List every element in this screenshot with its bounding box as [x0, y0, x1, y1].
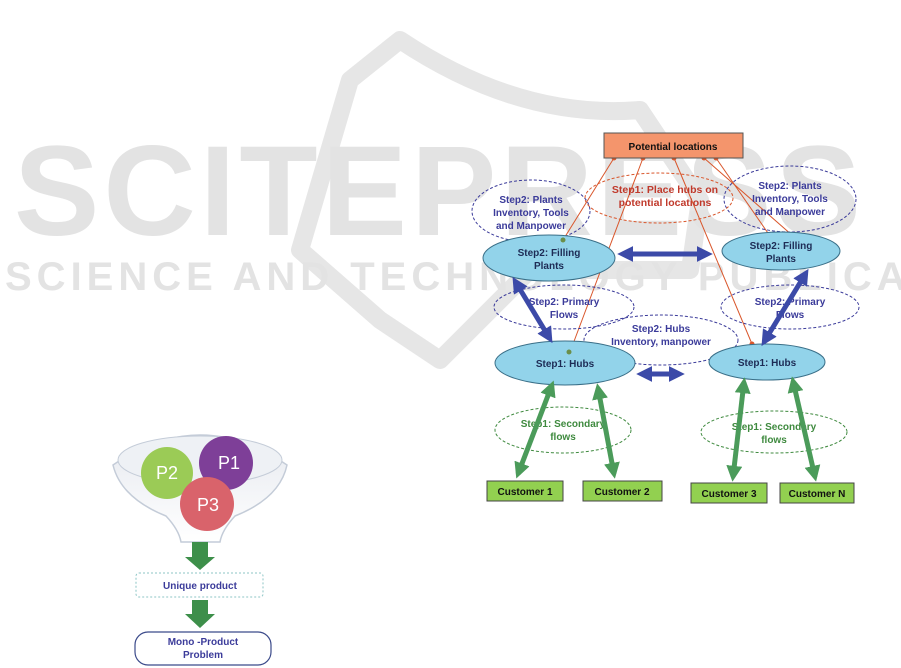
potential-locations-label: Potential locations	[629, 142, 718, 153]
unique-product-box	[135, 572, 264, 598]
customer-1-box	[486, 480, 564, 502]
filling-plants-left-line1: Step2: Filling	[518, 248, 581, 259]
secondary-flows-right-ellipse	[700, 410, 848, 454]
product-p2-circle	[141, 447, 193, 499]
primary-flows-left-ellipse	[493, 284, 635, 330]
potential-locations-box	[603, 132, 744, 159]
primary-flow-arrows	[512, 245, 809, 383]
mono-product-problem-box	[134, 631, 272, 666]
customer-2-label: Customer 2	[594, 487, 649, 498]
plants-inventory-left-line1: Step2: Plants	[499, 195, 563, 206]
secondary-flows-left-line1: Step1: Secondary	[521, 419, 606, 430]
junction-dot-top	[560, 237, 566, 243]
mono-product-problem-line2: Problem	[183, 650, 223, 661]
customer-3-label: Customer 3	[701, 489, 756, 500]
filling-plants-right-line2: Plants	[766, 254, 796, 265]
hubs-left	[494, 340, 636, 386]
funnel-down-arrow-2	[185, 600, 215, 628]
plants-inventory-right-line1: Step2: Plants	[758, 181, 822, 192]
secondary-flows-right-line2: flows	[761, 435, 787, 446]
product-p2-label: P2	[156, 463, 178, 483]
hubs-right-label: Step1: Hubs	[738, 358, 797, 369]
customer-1-label: Customer 1	[497, 487, 552, 498]
customer-2-box	[582, 480, 663, 502]
place-hubs-ellipse	[584, 172, 734, 224]
customer-3-box	[690, 482, 768, 504]
secondary-flow-arrows	[514, 376, 821, 482]
unique-product-label: Unique product	[163, 581, 238, 592]
funnel-down-arrow-1	[185, 542, 215, 570]
hubs-inventory-line2: Inventory, manpower	[611, 337, 711, 348]
product-p1-circle	[199, 436, 253, 490]
customer-n-label: Customer N	[789, 489, 846, 500]
junction-dot-hub	[566, 349, 572, 355]
plants-inventory-right-line2: Inventory, Tools	[752, 194, 828, 205]
primary-flows-left-line1: Step2: Primary	[529, 297, 600, 308]
plants-inventory-right-ellipse	[723, 165, 857, 233]
product-p1-label: P1	[218, 453, 240, 473]
secondary-flows-left-line2: flows	[550, 432, 576, 443]
filling-plants-right-line1: Step2: Filling	[750, 241, 813, 252]
plants-inventory-right-line3: and Manpower	[755, 207, 825, 218]
plants-inventory-left-line3: and Manpower	[496, 221, 566, 232]
filling-plants-left-line2: Plants	[534, 261, 564, 272]
customer-n-box	[779, 482, 855, 504]
product-p3-circle	[180, 477, 234, 531]
plants-inventory-left-line2: Inventory, Tools	[493, 208, 569, 219]
hubs-inventory-ellipse	[583, 314, 739, 366]
place-hubs-line1: Step1: Place hubs on	[612, 184, 718, 196]
hubs-inventory-line1: Step2: Hubs	[632, 324, 691, 335]
place-hubs-line2: potential locations	[619, 197, 712, 209]
mono-product-problem-line1: Mono -Product	[168, 637, 239, 648]
secondary-flows-left-ellipse	[494, 406, 632, 454]
primary-flows-left-line2: Flows	[550, 310, 579, 321]
hubs-left-label: Step1: Hubs	[536, 359, 595, 370]
secondary-flows-right-line1: Step1: Secondary	[732, 422, 817, 433]
product-p3-label: P3	[197, 495, 219, 515]
watermark-book-shape	[291, 31, 709, 369]
